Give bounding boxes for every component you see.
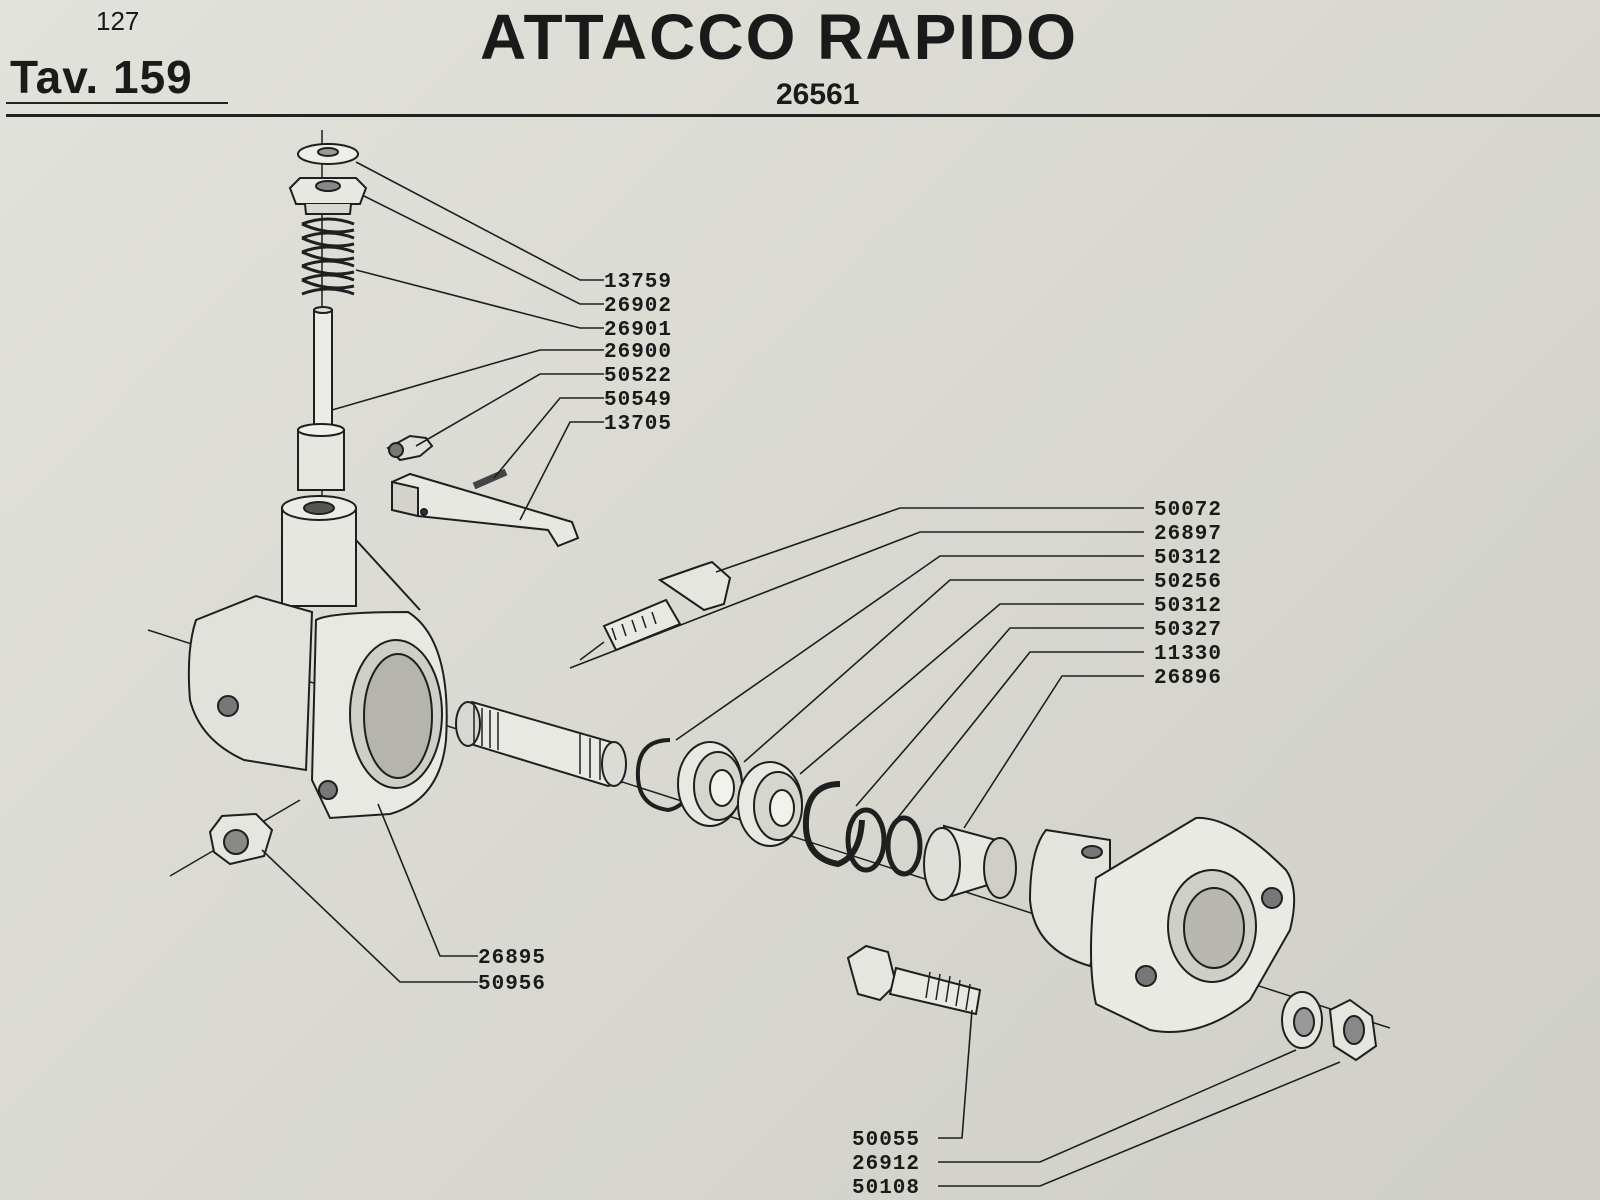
plate-label: Tav. 159 bbox=[10, 51, 193, 103]
spring-26901 bbox=[301, 217, 355, 296]
nut-50108 bbox=[1328, 998, 1378, 1062]
page-title: ATTACCO RAPIDO bbox=[480, 1, 1079, 73]
ring-50327 bbox=[845, 807, 887, 873]
part-label-26897: 26897 bbox=[1154, 523, 1222, 546]
nut-50956 bbox=[208, 812, 274, 866]
part-label-26912: 26912 bbox=[852, 1153, 920, 1176]
part-label-50549: 50549 bbox=[604, 389, 672, 412]
housing-26895 bbox=[187, 495, 448, 820]
nut-cap-26902 bbox=[288, 177, 368, 215]
washer-26912 bbox=[1281, 991, 1323, 1049]
part-label-50956: 50956 bbox=[478, 973, 546, 996]
part-label-50522: 50522 bbox=[604, 365, 672, 388]
part-label-50256: 50256 bbox=[1154, 571, 1222, 594]
assembly-code: 26561 bbox=[776, 78, 860, 111]
flange-26896 bbox=[1028, 816, 1296, 1033]
pin-26900 bbox=[297, 306, 345, 491]
ring-11330-thin bbox=[885, 815, 923, 877]
bearing-50256-a bbox=[677, 741, 743, 827]
part-label-11330: 11330 bbox=[1154, 643, 1222, 666]
part-label-26902: 26902 bbox=[604, 295, 672, 318]
part-label-26901: 26901 bbox=[604, 319, 672, 342]
part-label-50072: 50072 bbox=[1154, 499, 1222, 522]
part-label-50312-a: 50312 bbox=[1154, 547, 1222, 570]
part-label-50055: 50055 bbox=[852, 1129, 920, 1152]
part-label-13705: 13705 bbox=[604, 413, 672, 436]
leader-lines bbox=[261, 161, 1341, 1187]
bolt-50055 bbox=[846, 944, 982, 1016]
header-rule bbox=[6, 114, 1600, 117]
part-label-26896: 26896 bbox=[1154, 667, 1222, 690]
bearing-50256-b bbox=[737, 761, 803, 847]
part-label-50327: 50327 bbox=[1154, 619, 1222, 642]
part-label-50108: 50108 bbox=[852, 1177, 920, 1200]
part-label-13759: 13759 bbox=[604, 271, 672, 294]
snap-ring-50312-b bbox=[802, 781, 865, 868]
part-label-50312-b: 50312 bbox=[1154, 595, 1222, 618]
washer-13759 bbox=[297, 143, 359, 165]
grease-nipple-50522 bbox=[386, 434, 434, 462]
plate-underline bbox=[6, 102, 228, 104]
bolt-50072 bbox=[579, 560, 732, 661]
part-label-26900: 26900 bbox=[604, 341, 672, 364]
splined-shaft-26897 bbox=[455, 700, 627, 788]
lever-13705 bbox=[391, 472, 580, 548]
sleeve-11330 bbox=[923, 824, 1017, 901]
roll-pin-50549 bbox=[472, 468, 508, 490]
part-label-26895: 26895 bbox=[478, 947, 546, 970]
page-number: 127 bbox=[96, 6, 140, 36]
